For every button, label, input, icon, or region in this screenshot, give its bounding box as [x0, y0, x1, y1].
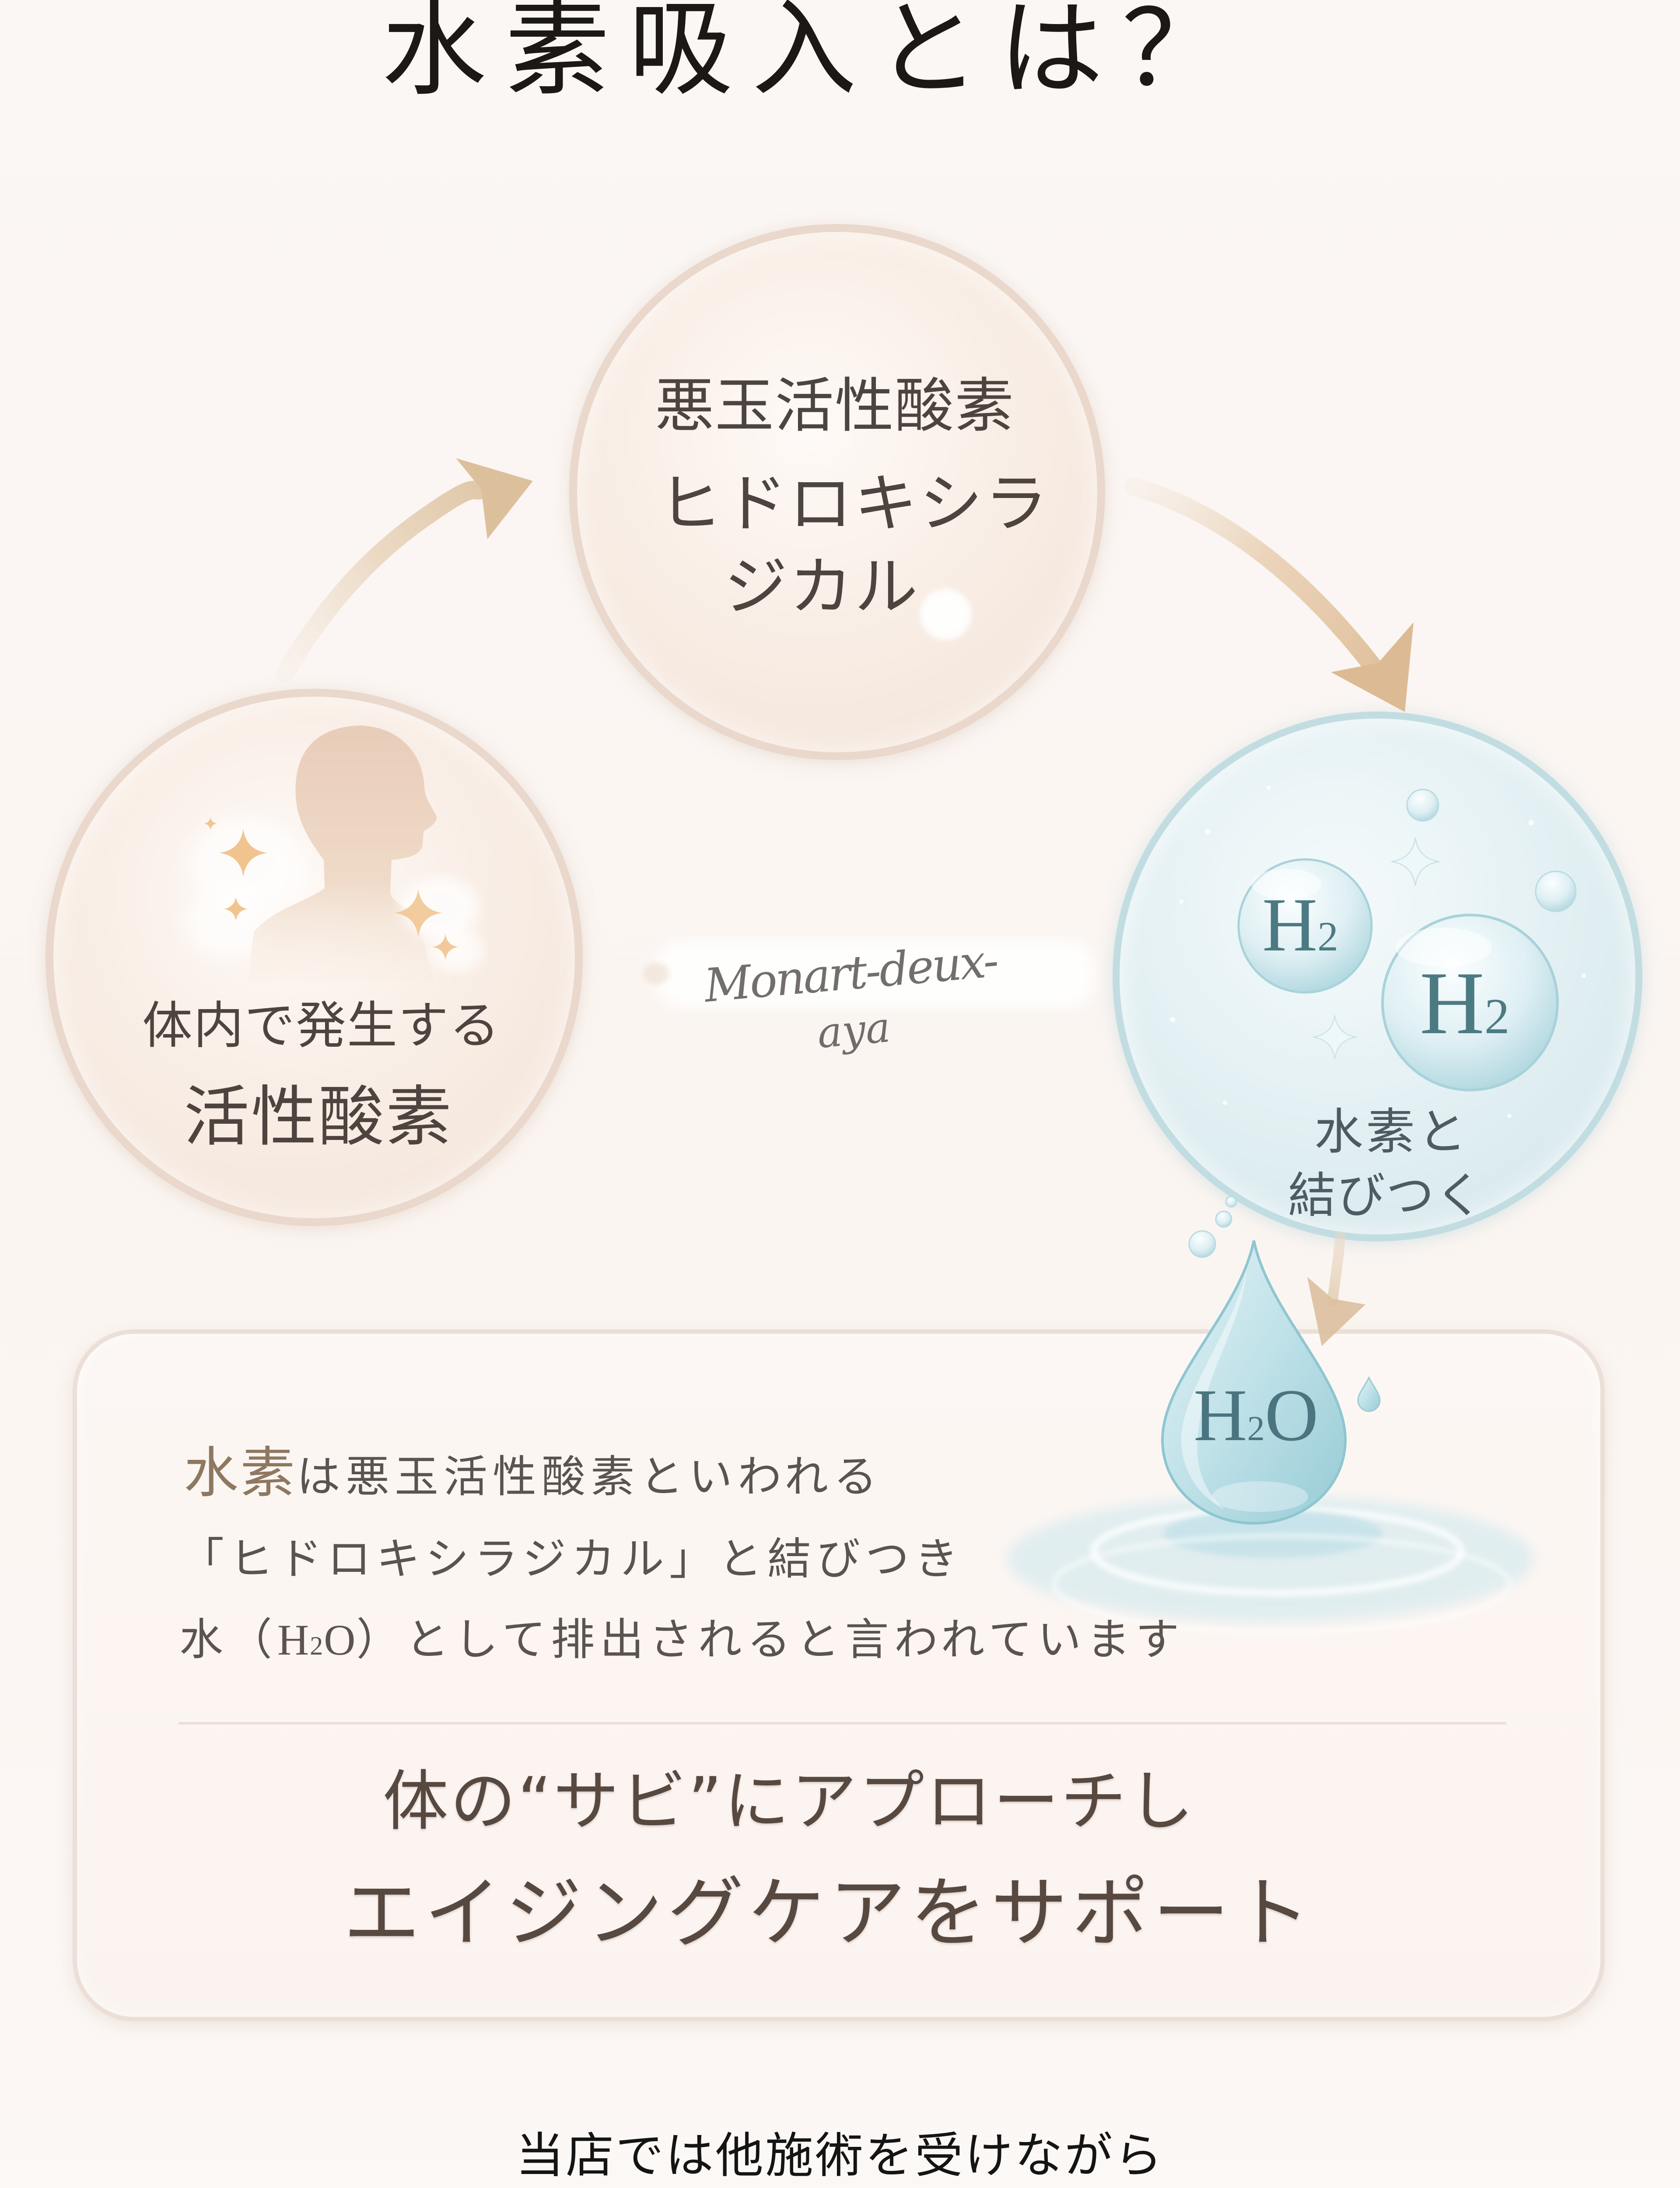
card-tagline2: エイジングケアをサポート: [343, 1869, 1315, 1958]
watermark-line1: Monart-deux-: [702, 934, 999, 1013]
explanation-card: [73, 1329, 1605, 2021]
card-line1-rest: は悪玉活性酸素といわれる: [297, 1451, 882, 1502]
highlight-hydrogen: 水素: [184, 1441, 297, 1505]
card-tagline1: 体の“サビ”にアプローチし: [383, 1764, 1196, 1840]
card-divider: [178, 1722, 1506, 1725]
formula-o: O: [324, 1616, 357, 1664]
formula-h: H: [277, 1616, 310, 1664]
card-line2: 「ヒドロキシラジカル」と結びつき: [180, 1533, 963, 1585]
right-node-line2: 結びつく: [1288, 1168, 1484, 1224]
molecule-symbol-h: H: [1194, 1374, 1247, 1456]
card-line3: 水（H2O）として排出されると言われています: [179, 1618, 1184, 1662]
molecule-subscript: 2: [1247, 1410, 1265, 1448]
left-node-line2: 活性酸素: [184, 1079, 454, 1155]
h2-molecule-label-2: H2: [1420, 958, 1510, 1048]
watermark-line2: aya: [815, 1003, 892, 1058]
molecule-symbol: H: [1420, 954, 1485, 1053]
molecule-subscript: 2: [1317, 913, 1338, 960]
formula-subscript: 2: [310, 1631, 324, 1660]
h2o-molecule-label: H2O: [1194, 1378, 1319, 1452]
card-line3-after: ）として排出されると言われています: [356, 1614, 1185, 1665]
card-line1: 水素は悪玉活性酸素といわれる: [184, 1446, 882, 1501]
node-hydrogen-binding-circle: [1113, 712, 1642, 1241]
top-node-line2: ヒドロキシラ: [658, 467, 1050, 541]
molecule-symbol: H: [1262, 882, 1318, 967]
arrow-top-to-right-icon: [1124, 477, 1414, 712]
left-node-line1: 体内で発生する: [142, 996, 501, 1055]
molecule-subscript: 2: [1484, 989, 1510, 1044]
card-line3-before: 水（: [179, 1614, 277, 1665]
molecule-symbol-o: O: [1264, 1374, 1319, 1456]
rising-bubble-icons: [1188, 1196, 1237, 1258]
arrow-left-to-top-icon: [276, 458, 533, 683]
footer-line1: 当店では他施術を受けながら: [516, 2128, 1164, 2184]
top-node-line3: ジカル: [724, 550, 920, 624]
top-node-line1: 悪玉活性酸素: [655, 372, 1015, 440]
page-title: 水素吸入とは？: [382, 0, 1245, 110]
right-node-line1: 水素と: [1314, 1104, 1469, 1161]
h2-molecule-label-1: H2: [1262, 887, 1338, 963]
